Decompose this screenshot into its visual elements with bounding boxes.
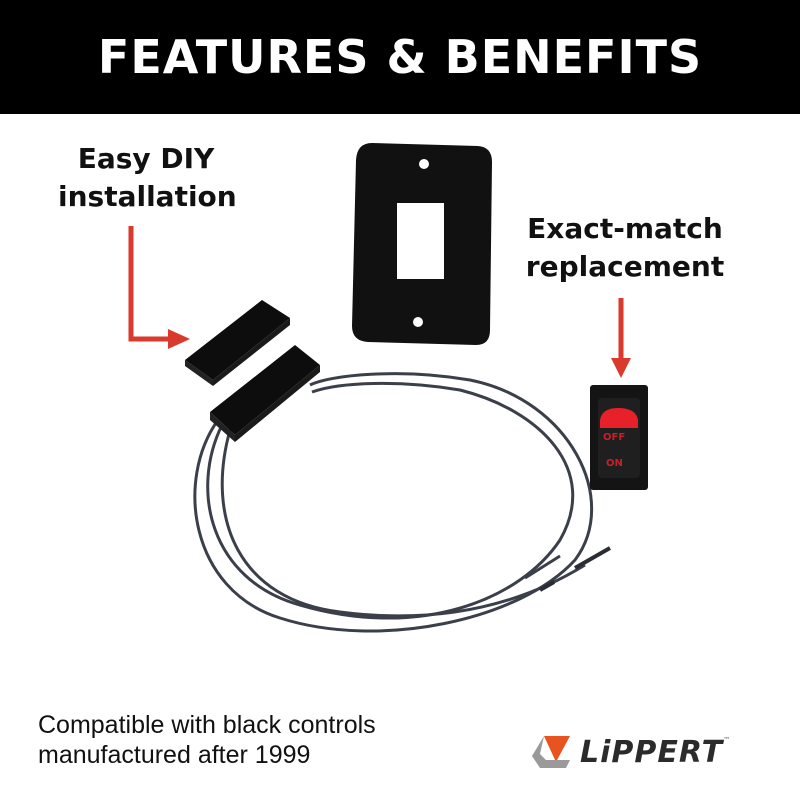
lippert-logo: LiPPERT ™ [530, 730, 770, 774]
banner-title: FEATURES & BENEFITS [97, 30, 703, 84]
note-line: Compatible with black controls [38, 711, 376, 739]
sensor-wires-icon [193, 372, 611, 633]
wall-plate-icon [352, 143, 492, 345]
sensor-body-icon [210, 345, 320, 442]
compatibility-note: Compatible with black controls manufactu… [38, 710, 376, 770]
callout-exact-match: Exact-match replacement [520, 210, 730, 286]
switch-on-label: ON [606, 458, 623, 469]
trademark-symbol: ™ [723, 736, 731, 744]
callout-line: replacement [525, 250, 725, 283]
rocker-switch-icon: OFF ON [590, 385, 648, 490]
header-banner: FEATURES & BENEFITS [0, 0, 800, 114]
callout-line: Easy DIY [77, 142, 215, 175]
arrow-to-sensor-icon [128, 226, 190, 349]
sensor-magnet-icon [185, 300, 290, 386]
lippert-logo-mark-icon [532, 736, 570, 768]
callout-line: installation [58, 180, 237, 213]
callout-line: Exact-match [527, 212, 723, 245]
note-line: manufactured after 1999 [38, 741, 311, 769]
switch-off-label: OFF [603, 432, 625, 443]
arrow-to-switch-icon [611, 298, 631, 378]
callout-easy-diy: Easy DIY installation [58, 140, 237, 216]
brand-name: LiPPERT [580, 734, 724, 770]
